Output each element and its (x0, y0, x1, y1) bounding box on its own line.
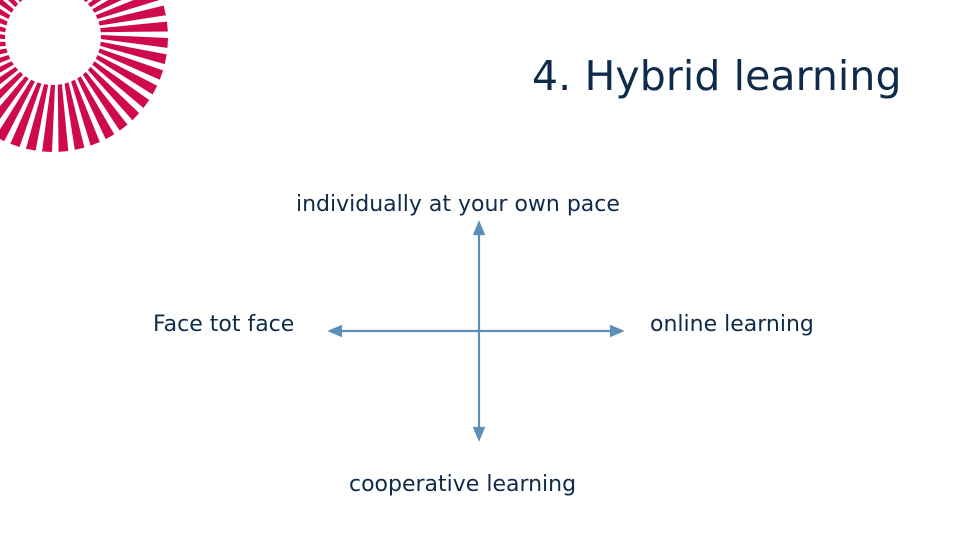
sunburst-ray (18, 0, 23, 3)
sunburst-ray (0, 79, 35, 142)
sunburst-ray (25, 84, 49, 151)
arrowhead-up (472, 220, 486, 236)
page-title: 4. Hybrid learning (532, 52, 902, 100)
arrowhead-right (609, 324, 625, 338)
axis-label-top: individually at your own pace (296, 192, 620, 217)
arrowhead-left (327, 324, 343, 338)
sunburst-rays (0, 0, 168, 152)
sunburst-ray (0, 0, 14, 13)
sunburst-ray (64, 82, 85, 150)
sunburst-ray (0, 18, 8, 26)
sunburst-ray (95, 0, 160, 19)
sunburst-ray (0, 61, 14, 73)
sunburst-ray (0, 48, 8, 55)
sunburst-ray (0, 76, 29, 120)
sunburst-ray (10, 82, 42, 148)
sunburst-ray (0, 26, 6, 33)
axis-label-right: online learning (650, 312, 814, 337)
sunburst-ray (87, 0, 102, 8)
sunburst-ray (0, 71, 24, 99)
sunburst-ray (83, 0, 89, 3)
axis-label-left: Face tot face (153, 312, 295, 337)
sunburst-ray (7, 0, 19, 8)
sunburst-ray (82, 71, 128, 131)
sunburst-ray (98, 5, 166, 26)
sunburst-ray (87, 66, 140, 121)
sunburst-ray (77, 76, 115, 140)
radial-sunburst-logo (0, 0, 168, 152)
sunburst-ray (98, 48, 164, 80)
sunburst-ray (100, 41, 167, 65)
sunburst-ray (0, 41, 6, 47)
sunburst-ray (42, 84, 56, 152)
axis-label-bottom: cooperative learning (349, 472, 577, 497)
sunburst-ray (92, 61, 150, 109)
sunburst-ray (71, 79, 100, 146)
sunburst-ray (0, 34, 6, 40)
sunburst-ray (57, 84, 69, 152)
sunburst-ray (0, 8, 11, 19)
quadrant-axes (318, 212, 638, 452)
sunburst-ray (95, 55, 158, 95)
sunburst-ray (100, 21, 168, 33)
sunburst-ray (100, 34, 168, 48)
sunburst-ray (0, 55, 11, 63)
sunburst-ray (0, 66, 19, 85)
arrowhead-down (472, 426, 486, 442)
sunburst-ray (92, 0, 122, 13)
